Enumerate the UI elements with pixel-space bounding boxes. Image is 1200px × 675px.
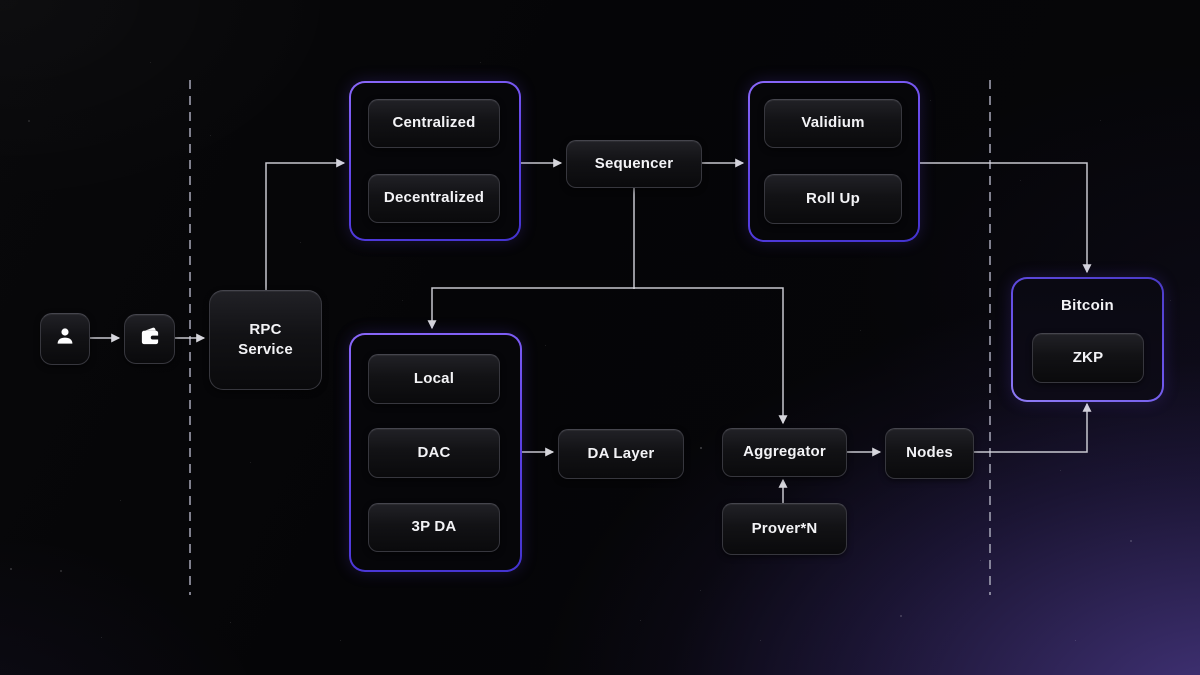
star-speck xyxy=(210,135,211,136)
star-speck xyxy=(28,120,30,122)
star-speck xyxy=(250,462,251,463)
decentralized-node: Decentralized xyxy=(368,174,500,223)
star-speck xyxy=(760,640,761,641)
edge-proof-types-to-bitcoin xyxy=(916,162,1092,274)
nodes-node: Nodes xyxy=(885,428,974,479)
bitcoin-label: Bitcoin xyxy=(1061,297,1114,314)
star-speck xyxy=(480,62,481,63)
star-speck xyxy=(1060,470,1061,471)
boundary-dashed-line-right xyxy=(989,80,991,595)
star-speck xyxy=(980,560,981,561)
star-speck xyxy=(340,640,341,641)
star-speck xyxy=(700,590,701,591)
edge-junction-to-da-types xyxy=(427,287,634,330)
da-layer-label: DA Layer xyxy=(587,444,655,462)
proof-types-group: Validium Roll Up xyxy=(748,81,920,242)
local-node: Local xyxy=(368,354,500,404)
boundary-dashed-line-left xyxy=(189,80,191,595)
star-speck xyxy=(1170,300,1171,301)
rollup-label: Roll Up xyxy=(806,189,860,207)
3pda-label: 3P DA xyxy=(411,518,457,536)
rollup-node: Roll Up xyxy=(764,174,902,224)
star-speck xyxy=(640,620,641,621)
user-node xyxy=(40,313,90,365)
star-speck xyxy=(930,100,931,101)
star-speck xyxy=(10,568,12,570)
prover-label: Prover*N xyxy=(751,519,818,537)
dac-node: DAC xyxy=(368,428,500,478)
star-speck xyxy=(1020,180,1021,181)
centralized-node: Centralized xyxy=(368,99,500,148)
star-speck xyxy=(120,500,121,501)
prover-node: Prover*N xyxy=(722,503,847,555)
star-speck xyxy=(860,330,861,331)
star-speck xyxy=(300,242,301,243)
star-speck xyxy=(700,447,702,449)
aggregator-label: Aggregator xyxy=(743,443,826,461)
user-icon xyxy=(52,323,78,355)
star-speck xyxy=(1130,540,1132,542)
wallet-node xyxy=(124,314,175,364)
star-speck xyxy=(1075,640,1076,641)
star-speck xyxy=(1100,120,1101,121)
local-label: Local xyxy=(413,369,455,387)
edge-rpc-to-sequencer-types xyxy=(265,158,346,290)
da-layer-node: DA Layer xyxy=(558,429,684,479)
wallet-icon xyxy=(137,323,163,355)
sequencer-node: Sequencer xyxy=(566,140,702,188)
validium-label: Validium xyxy=(801,114,865,132)
star-speck xyxy=(150,62,151,63)
aggregator-node: Aggregator xyxy=(722,428,847,477)
star-speck xyxy=(402,300,403,301)
validium-node: Validium xyxy=(764,99,902,148)
decentralized-label: Decentralized xyxy=(383,189,485,207)
star-speck xyxy=(900,615,902,617)
zkp-label: ZKP xyxy=(1072,348,1104,366)
centralized-label: Centralized xyxy=(392,114,476,132)
star-speck xyxy=(545,345,546,346)
da-types-group: Local DAC 3P DA xyxy=(349,333,522,572)
dac-label: DAC xyxy=(417,443,451,461)
rpc-service-node: RPC Service xyxy=(209,290,322,390)
zkp-node: ZKP xyxy=(1032,333,1144,383)
star-speck xyxy=(60,570,62,572)
rpc-service-label: RPC Service xyxy=(238,320,293,358)
3pda-node: 3P DA xyxy=(368,503,500,552)
bitcoin-group: Bitcoin ZKP xyxy=(1011,277,1164,402)
star-speck xyxy=(230,622,231,623)
nodes-label: Nodes xyxy=(906,444,953,462)
sequencer-types-group: Centralized Decentralized xyxy=(349,81,521,241)
star-speck xyxy=(101,637,102,638)
edge-junction-to-aggregator xyxy=(634,287,788,425)
sequencer-label: Sequencer xyxy=(594,154,674,172)
